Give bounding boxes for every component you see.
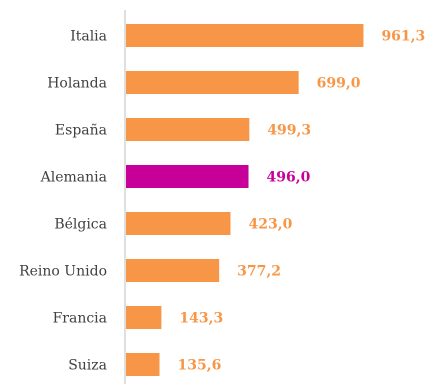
category-label: Italia xyxy=(70,29,107,45)
value-label: 143,3 xyxy=(179,311,223,327)
value-label: 961,3 xyxy=(381,29,425,45)
bar-5 xyxy=(126,259,220,282)
category-label: Francia xyxy=(53,311,107,327)
bar-3 xyxy=(126,165,249,188)
value-label: 496,0 xyxy=(267,170,311,186)
category-label: España xyxy=(55,123,107,139)
category-label: Holanda xyxy=(47,76,107,92)
value-label: 377,2 xyxy=(237,264,281,280)
value-label: 135,6 xyxy=(177,358,221,374)
bar-2 xyxy=(126,118,250,141)
bar-6 xyxy=(126,306,162,329)
value-labels-group: 961,3 699,0 499,3 496,0 423,0 377,2 143,3 135,6 xyxy=(177,29,425,374)
category-label: Bélgica xyxy=(54,217,107,233)
bar-4 xyxy=(126,212,231,235)
bar-1 xyxy=(126,71,299,94)
category-label: Suiza xyxy=(68,358,107,374)
category-labels-group: ItaliaHolandaEspañaAlemaniaBélgicaReino … xyxy=(19,29,107,374)
value-label: 423,0 xyxy=(248,217,292,233)
value-label: 699,0 xyxy=(317,76,361,92)
bars-group xyxy=(126,24,364,376)
bar-0 xyxy=(126,24,364,47)
bar-7 xyxy=(126,353,160,376)
category-label: Reino Unido xyxy=(19,264,107,280)
value-label: 499,3 xyxy=(267,123,311,139)
category-label: Alemania xyxy=(40,170,107,186)
